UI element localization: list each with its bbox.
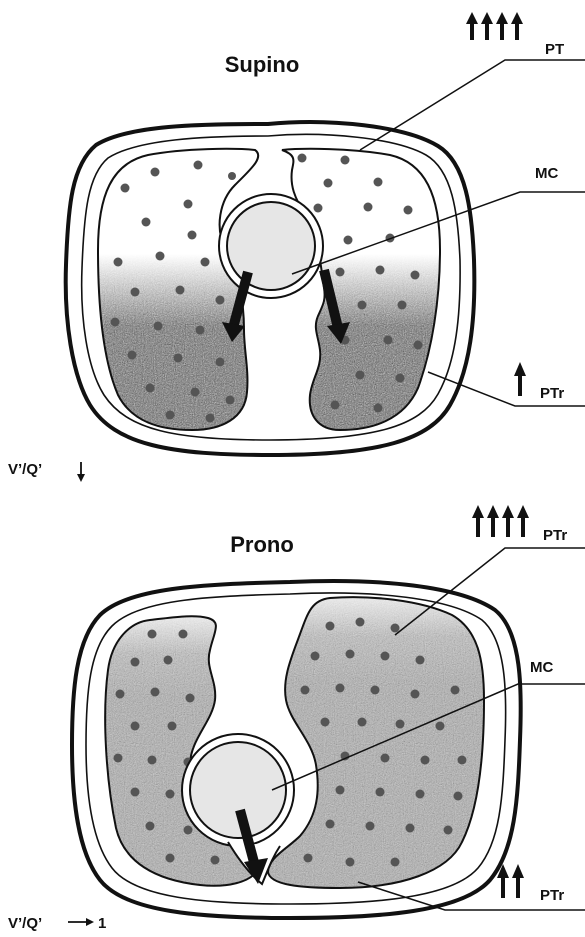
supine-heart: [227, 202, 315, 290]
prone-bottom-pressure-arrows: [497, 864, 524, 898]
prone-title: Prono: [230, 532, 294, 557]
supine-bottom-pressure-arrow: [514, 362, 526, 396]
supine-label-middle: MC: [535, 165, 558, 182]
supine-label-top: PT: [545, 41, 564, 58]
prone-ratio: V’/Q’: [8, 915, 42, 932]
arrow-right-icon: [68, 918, 94, 926]
supine-title: Supino: [225, 52, 300, 77]
supine-top-pressure-arrows: [466, 12, 523, 40]
supine-ratio: V’/Q’: [8, 461, 42, 478]
prone-label-bottom: PTr: [540, 887, 564, 904]
prone-top-pressure-arrows: [472, 505, 529, 537]
prone-ratio-value: 1: [98, 915, 106, 932]
prone-label-middle: MC: [530, 659, 553, 676]
supine-panel: Supino: [8, 12, 585, 482]
prone-label-top: PTr: [543, 527, 567, 544]
arrow-down-icon: [77, 462, 85, 482]
supine-label-bottom: PTr: [540, 385, 564, 402]
prone-panel: Prono: [8, 505, 585, 932]
prone-heart: [190, 742, 286, 838]
